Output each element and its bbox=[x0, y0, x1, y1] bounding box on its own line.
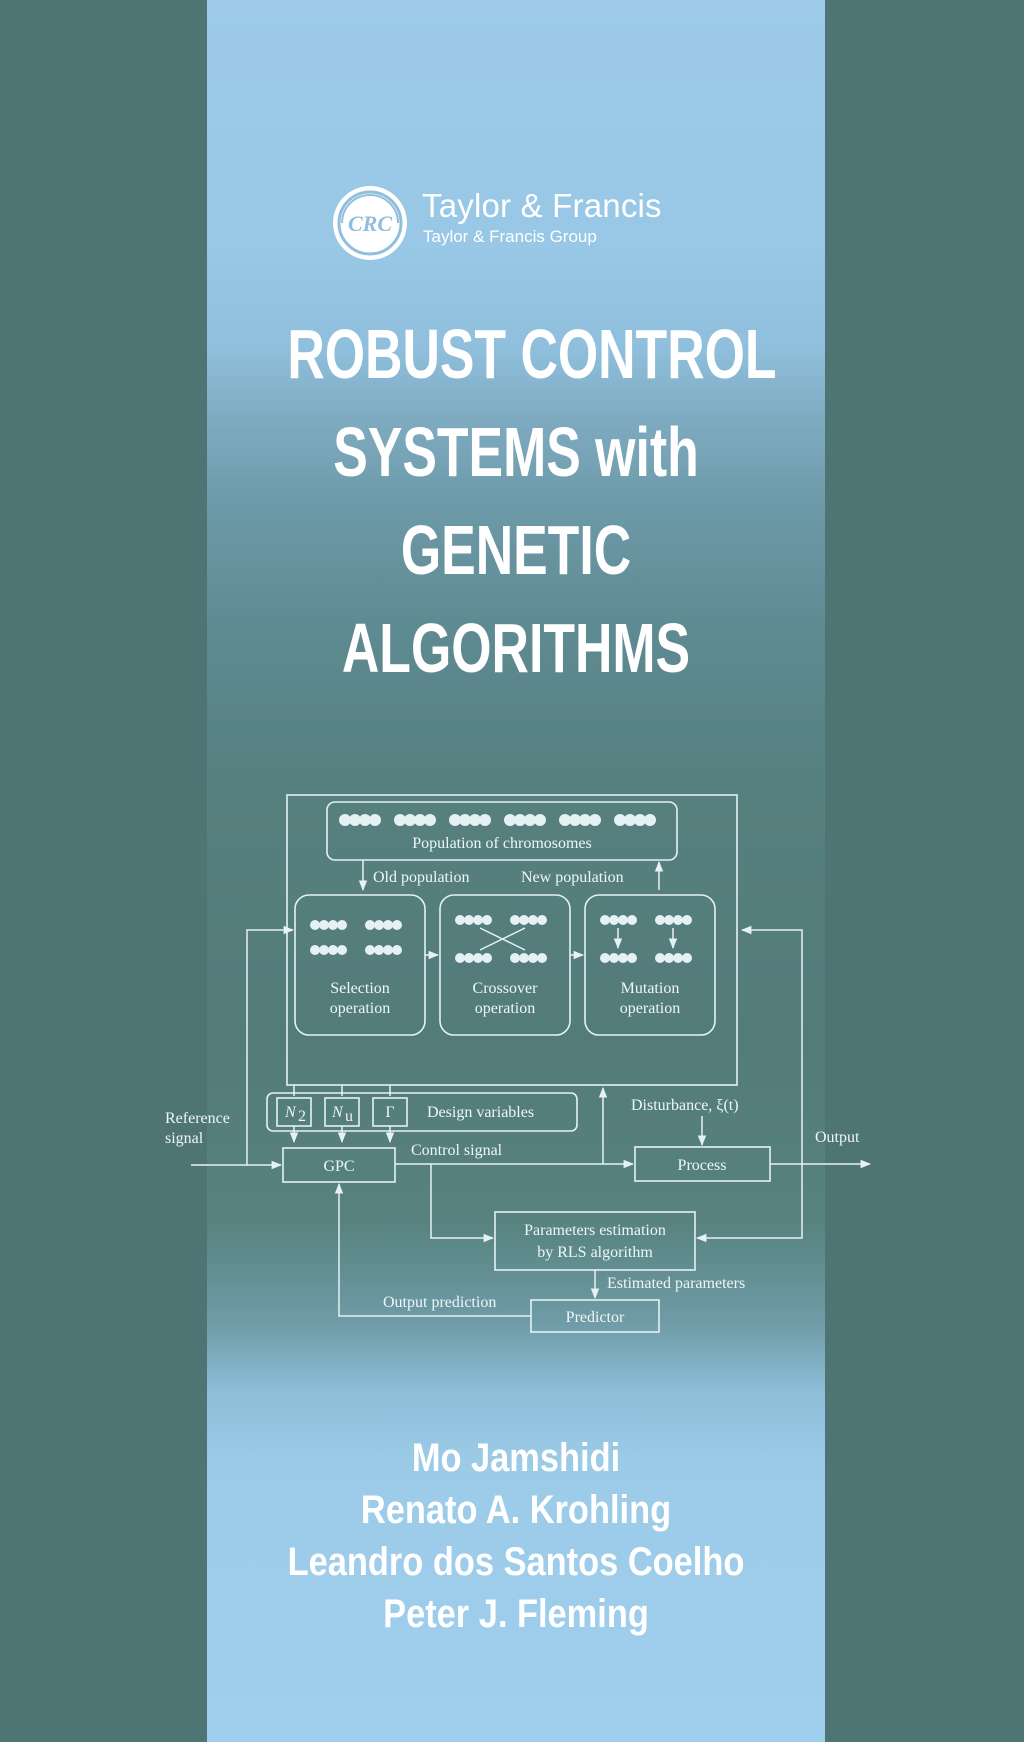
control-to-rls-arrow bbox=[430, 1164, 495, 1243]
crossover-box bbox=[439, 894, 571, 1036]
reference-feed-arrow bbox=[246, 925, 295, 1165]
output-to-ga-arrow bbox=[740, 925, 803, 1164]
reference-label: Reference bbox=[165, 1110, 230, 1127]
control-signal-label: Control signal bbox=[411, 1142, 503, 1159]
reference-label-2: signal bbox=[165, 1130, 204, 1147]
design-variables-label: Design variables bbox=[427, 1104, 534, 1121]
prediction-feedback-arrow bbox=[334, 1182, 531, 1317]
mutation-label: Mutation bbox=[621, 980, 680, 997]
old-population-label: Old population bbox=[373, 869, 469, 886]
control-system-diagram: Population of chromosomes Old population… bbox=[165, 794, 872, 1333]
design-variables-box bbox=[266, 1092, 578, 1132]
publisher-group: Taylor & Francis Group bbox=[423, 227, 597, 246]
population-label: Population of chromosomes bbox=[412, 835, 592, 852]
new-population-label: New population bbox=[521, 869, 624, 886]
process-label: Process bbox=[678, 1157, 727, 1174]
var-n2-label: N bbox=[284, 1104, 297, 1121]
title-line: GENETIC bbox=[400, 511, 632, 589]
selection-box bbox=[294, 894, 426, 1036]
book-title: ROBUST CONTROL SYSTEMS with GENETIC ALGO… bbox=[287, 305, 777, 697]
publisher-block: CRC Taylor & Francis Taylor & Francis Gr… bbox=[330, 183, 750, 263]
estimated-parameters-label: Estimated parameters bbox=[607, 1275, 745, 1292]
selection-label: Selection bbox=[330, 980, 390, 997]
crossover-label: Crossover bbox=[473, 980, 539, 997]
selection-label-2: operation bbox=[330, 1000, 390, 1017]
author-name: Mo Jamshidi bbox=[411, 1436, 621, 1480]
output-prediction-label: Output prediction bbox=[383, 1294, 496, 1311]
ga-outer-box bbox=[286, 794, 738, 1086]
mutation-box bbox=[584, 894, 716, 1036]
author-name: Renato A. Krohling bbox=[360, 1488, 672, 1532]
disturbance-label: Disturbance, ξ(t) bbox=[631, 1097, 739, 1114]
gpc-box bbox=[282, 1147, 396, 1183]
output-label: Output bbox=[815, 1129, 860, 1146]
title-line: ALGORITHMS bbox=[341, 609, 691, 687]
rls-label-2: by RLS algorithm bbox=[537, 1244, 653, 1261]
mutation-chromosomes-icon bbox=[600, 915, 692, 963]
title-line: ROBUST CONTROL bbox=[287, 315, 777, 393]
gpc-label: GPC bbox=[323, 1158, 354, 1175]
crc-logo-text: CRC bbox=[348, 211, 392, 236]
publisher-name: Taylor & Francis bbox=[422, 187, 662, 224]
predictor-label: Predictor bbox=[566, 1309, 625, 1326]
var-n2-subscript: 2 bbox=[298, 1108, 306, 1125]
var-nu-label: N bbox=[331, 1104, 344, 1121]
rls-label: Parameters estimation bbox=[524, 1222, 666, 1239]
var-gamma-label: Γ bbox=[385, 1104, 394, 1121]
author-name: Peter J. Fleming bbox=[383, 1592, 649, 1636]
var-nu-subscript: u bbox=[345, 1108, 353, 1125]
author-name: Leandro dos Santos Coelho bbox=[287, 1540, 745, 1584]
title-line: SYSTEMS with bbox=[333, 413, 699, 491]
mutation-label-2: operation bbox=[620, 1000, 680, 1017]
author-list: Mo Jamshidi Renato A. Krohling Leandro d… bbox=[207, 1432, 825, 1640]
center-band bbox=[207, 0, 825, 1742]
crossover-label-2: operation bbox=[475, 1000, 535, 1017]
population-box bbox=[326, 801, 678, 861]
chromosome-row-icon bbox=[339, 814, 656, 826]
crossover-chromosomes-icon bbox=[455, 915, 547, 963]
selection-chromosomes-icon bbox=[310, 920, 402, 955]
output-to-rls-arrow bbox=[695, 1164, 803, 1243]
rls-box bbox=[494, 1211, 696, 1271]
crc-logo-icon: CRC bbox=[333, 186, 407, 260]
